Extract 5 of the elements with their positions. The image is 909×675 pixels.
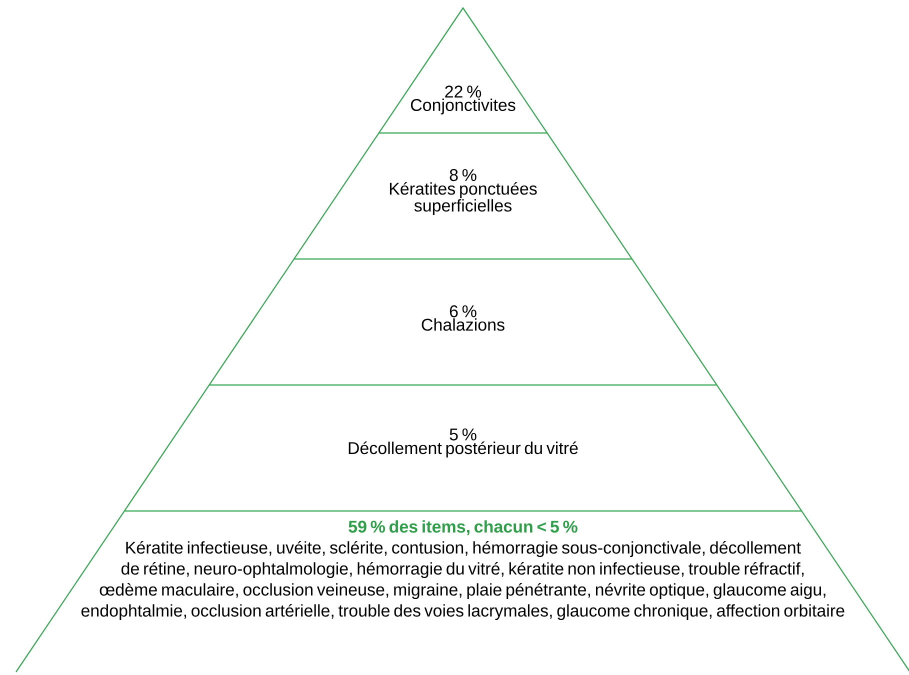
pyramid-level: 22 % Conjonctivites xyxy=(410,86,516,114)
pyramid-level: 59 % des items, chacun < 5 % Kératite infectieuse, uvéite, sclérite, contusion, hémorragie sous-conjonctivale, décollement de rétine, neuro-ophtalmologie, hémorragie du vitré, kératite non infectieuse, trouble réfractif, œdème maculaire, occlusion veineuse, migraine, plaie pénétrante, névrite optique, glaucome aigu, endophtalmie, occlusion artérielle, trouble des voies lacrymales, glaucome chronique, affection orbitaire xyxy=(81,520,844,620)
pyramid-level: 5 % Décollement postérieur du vitré xyxy=(348,428,578,458)
pyramid-level: 8 % Kératites ponctuées superficielles xyxy=(390,169,537,215)
pyramid-level: 6 % Chalazions xyxy=(422,305,504,331)
